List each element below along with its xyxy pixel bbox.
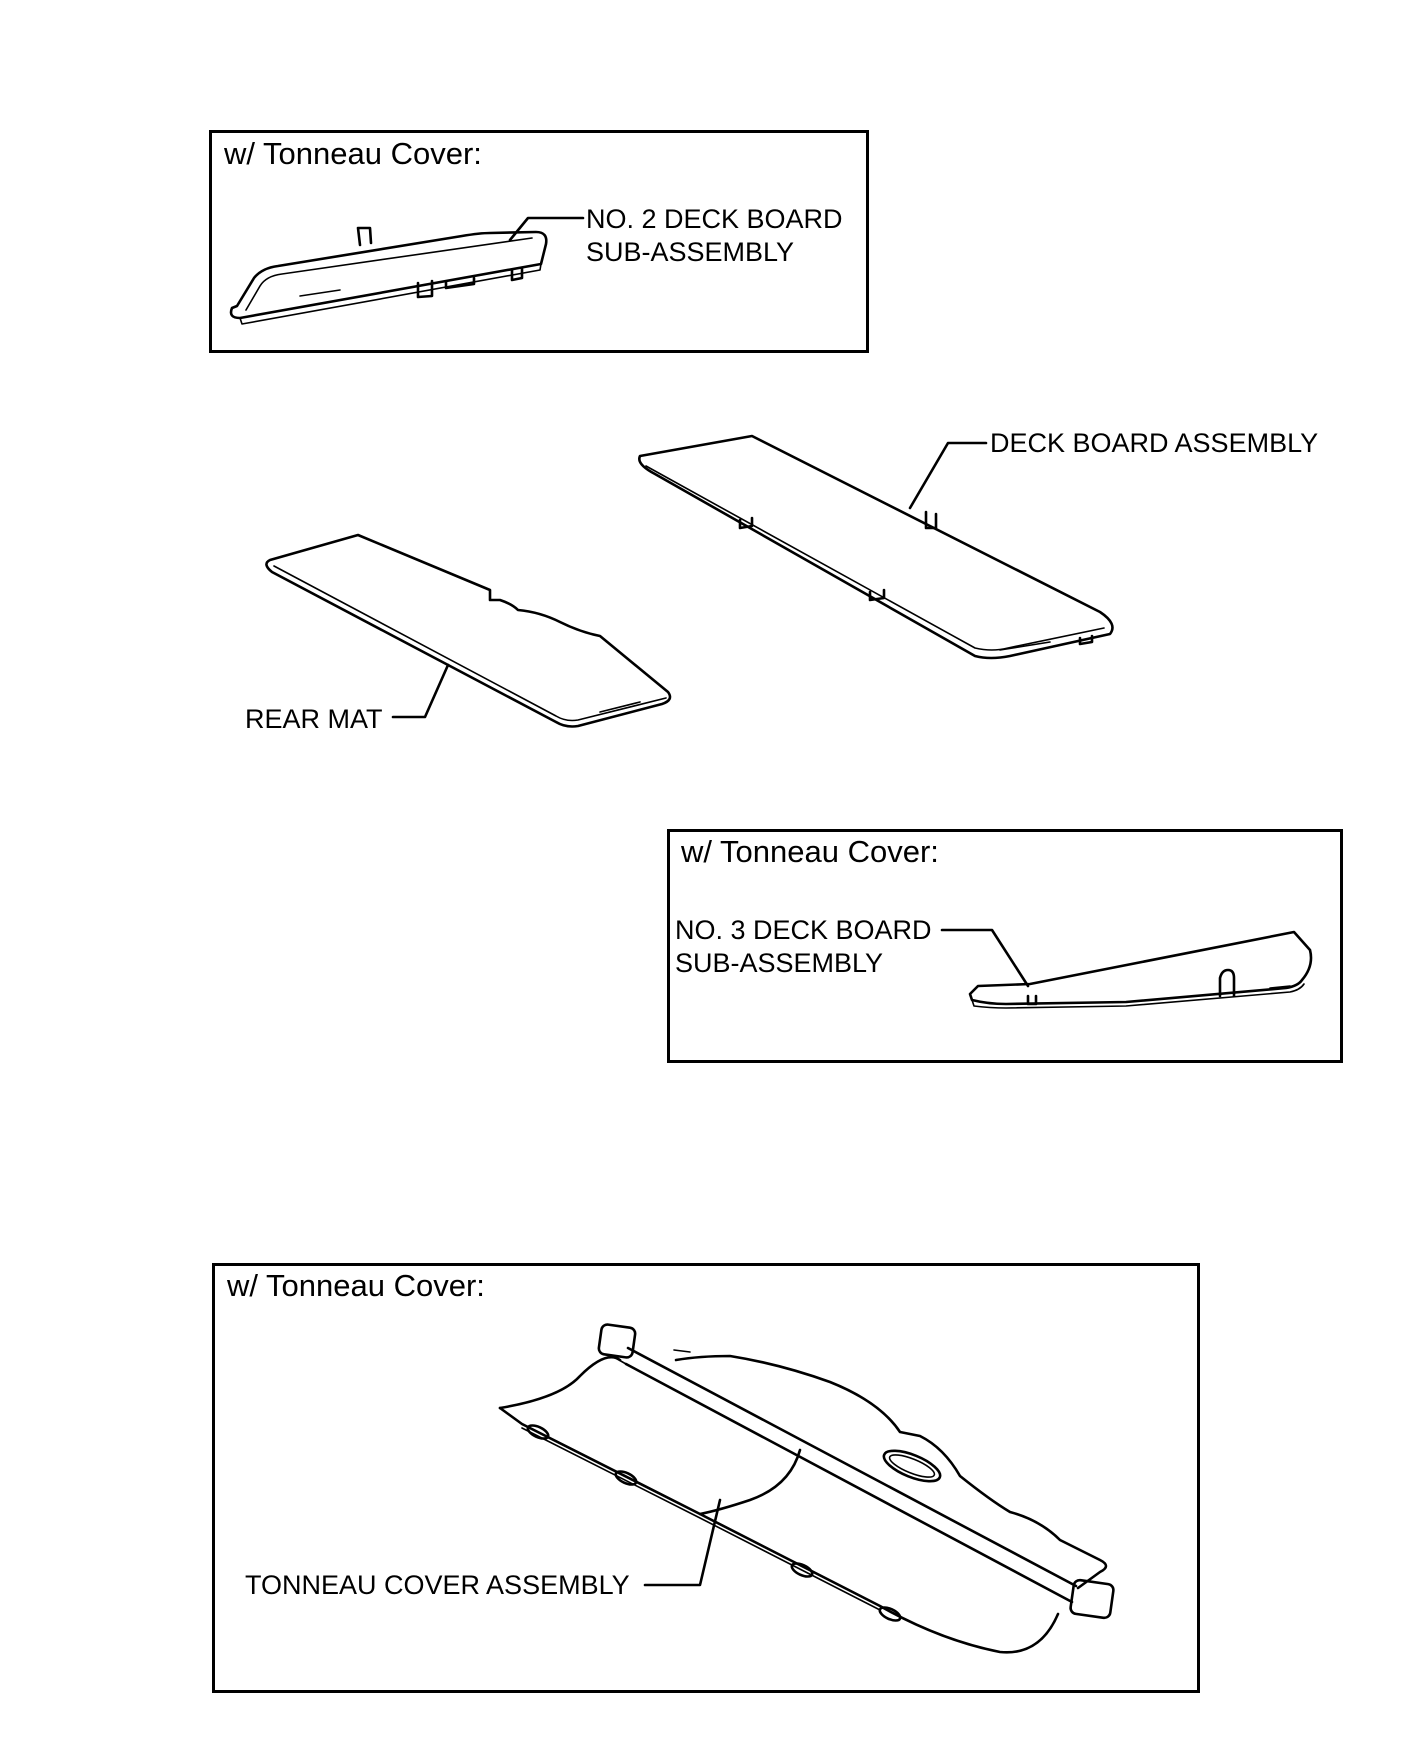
no3-deck-board-leader: [940, 928, 1030, 988]
no2-deck-board-leader: [508, 216, 585, 242]
rear-mat-drawing: [265, 533, 672, 728]
no2-deck-board-drawing: [229, 226, 548, 325]
label-rear-mat: REAR MAT: [245, 704, 383, 734]
panel-title-bottom: w/ Tonneau Cover:: [227, 1268, 485, 1303]
label-no2-line2: SUB-ASSEMBLY: [586, 237, 795, 267]
rear-mat-leader: [391, 663, 450, 719]
deck-board-drawing: [638, 434, 1114, 660]
label-no2-deck-board: NO. 2 DECK BOARD SUB-ASSEMBLY: [586, 203, 843, 269]
label-no2-line1: NO. 2 DECK BOARD: [586, 204, 843, 234]
label-no3-line2: SUB-ASSEMBLY: [675, 948, 884, 978]
panel-title-middle: w/ Tonneau Cover:: [681, 834, 939, 869]
label-deck-board: DECK BOARD ASSEMBLY: [990, 428, 1319, 458]
panel-no2-deck-board: [209, 130, 869, 353]
panel-tonneau-cover: [212, 1263, 1200, 1693]
label-no3-deck-board: NO. 3 DECK BOARD SUB-ASSEMBLY: [675, 914, 932, 980]
tonneau-cover-drawing: [498, 1323, 1115, 1654]
panel-title-top: w/ Tonneau Cover:: [224, 136, 482, 171]
panel-no3-deck-board: [667, 829, 1343, 1063]
label-no3-line1: NO. 3 DECK BOARD: [675, 915, 932, 945]
tonneau-cover-leader: [643, 1498, 722, 1587]
label-tonneau-cover: TONNEAU COVER ASSEMBLY: [245, 1570, 630, 1600]
deck-board-leader: [908, 441, 988, 510]
no3-deck-board-drawing: [968, 930, 1313, 1009]
